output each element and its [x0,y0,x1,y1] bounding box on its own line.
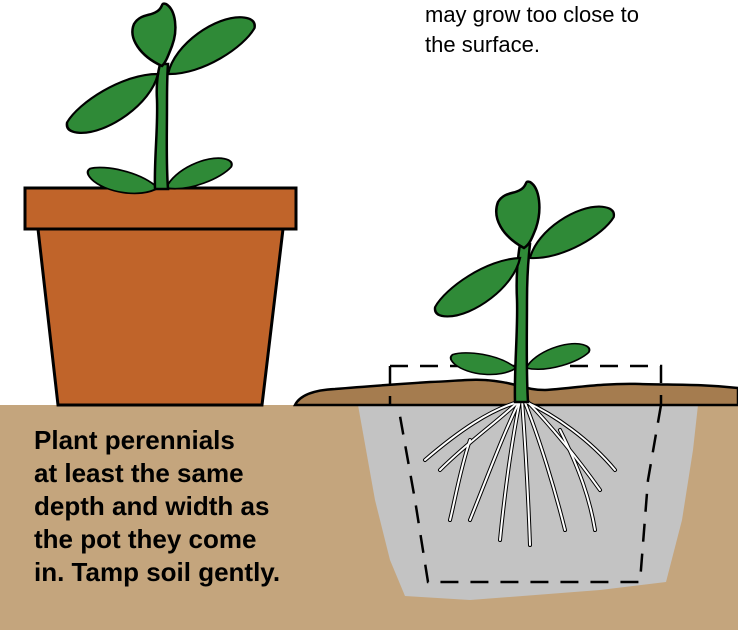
potted-plant [60,4,261,203]
leaf-icon [428,249,530,326]
leaf-icon [60,64,169,143]
pot-rim [25,188,296,229]
instruction-line: Plant perennials [34,424,374,457]
bud-leaf [496,182,539,248]
flower-pot [25,188,296,405]
top-note-text: may grow too close to the surface. [425,0,725,60]
instruction-line: at least the same [34,457,374,490]
instruction-text: Plant perennials at least the same depth… [34,424,374,589]
stem [155,64,168,189]
leaf-icon [523,339,592,374]
top-note-line: the surface. [425,30,725,60]
instruction-line: the pot they come [34,523,374,556]
top-note-line: may grow too close to [425,0,725,30]
instruction-line: in. Tamp soil gently. [34,556,374,589]
leaf-icon [449,348,518,381]
instruction-line: depth and width as [34,490,374,523]
planted-plant [428,182,620,402]
bud-leaf [132,4,175,66]
pot-body [38,229,283,405]
